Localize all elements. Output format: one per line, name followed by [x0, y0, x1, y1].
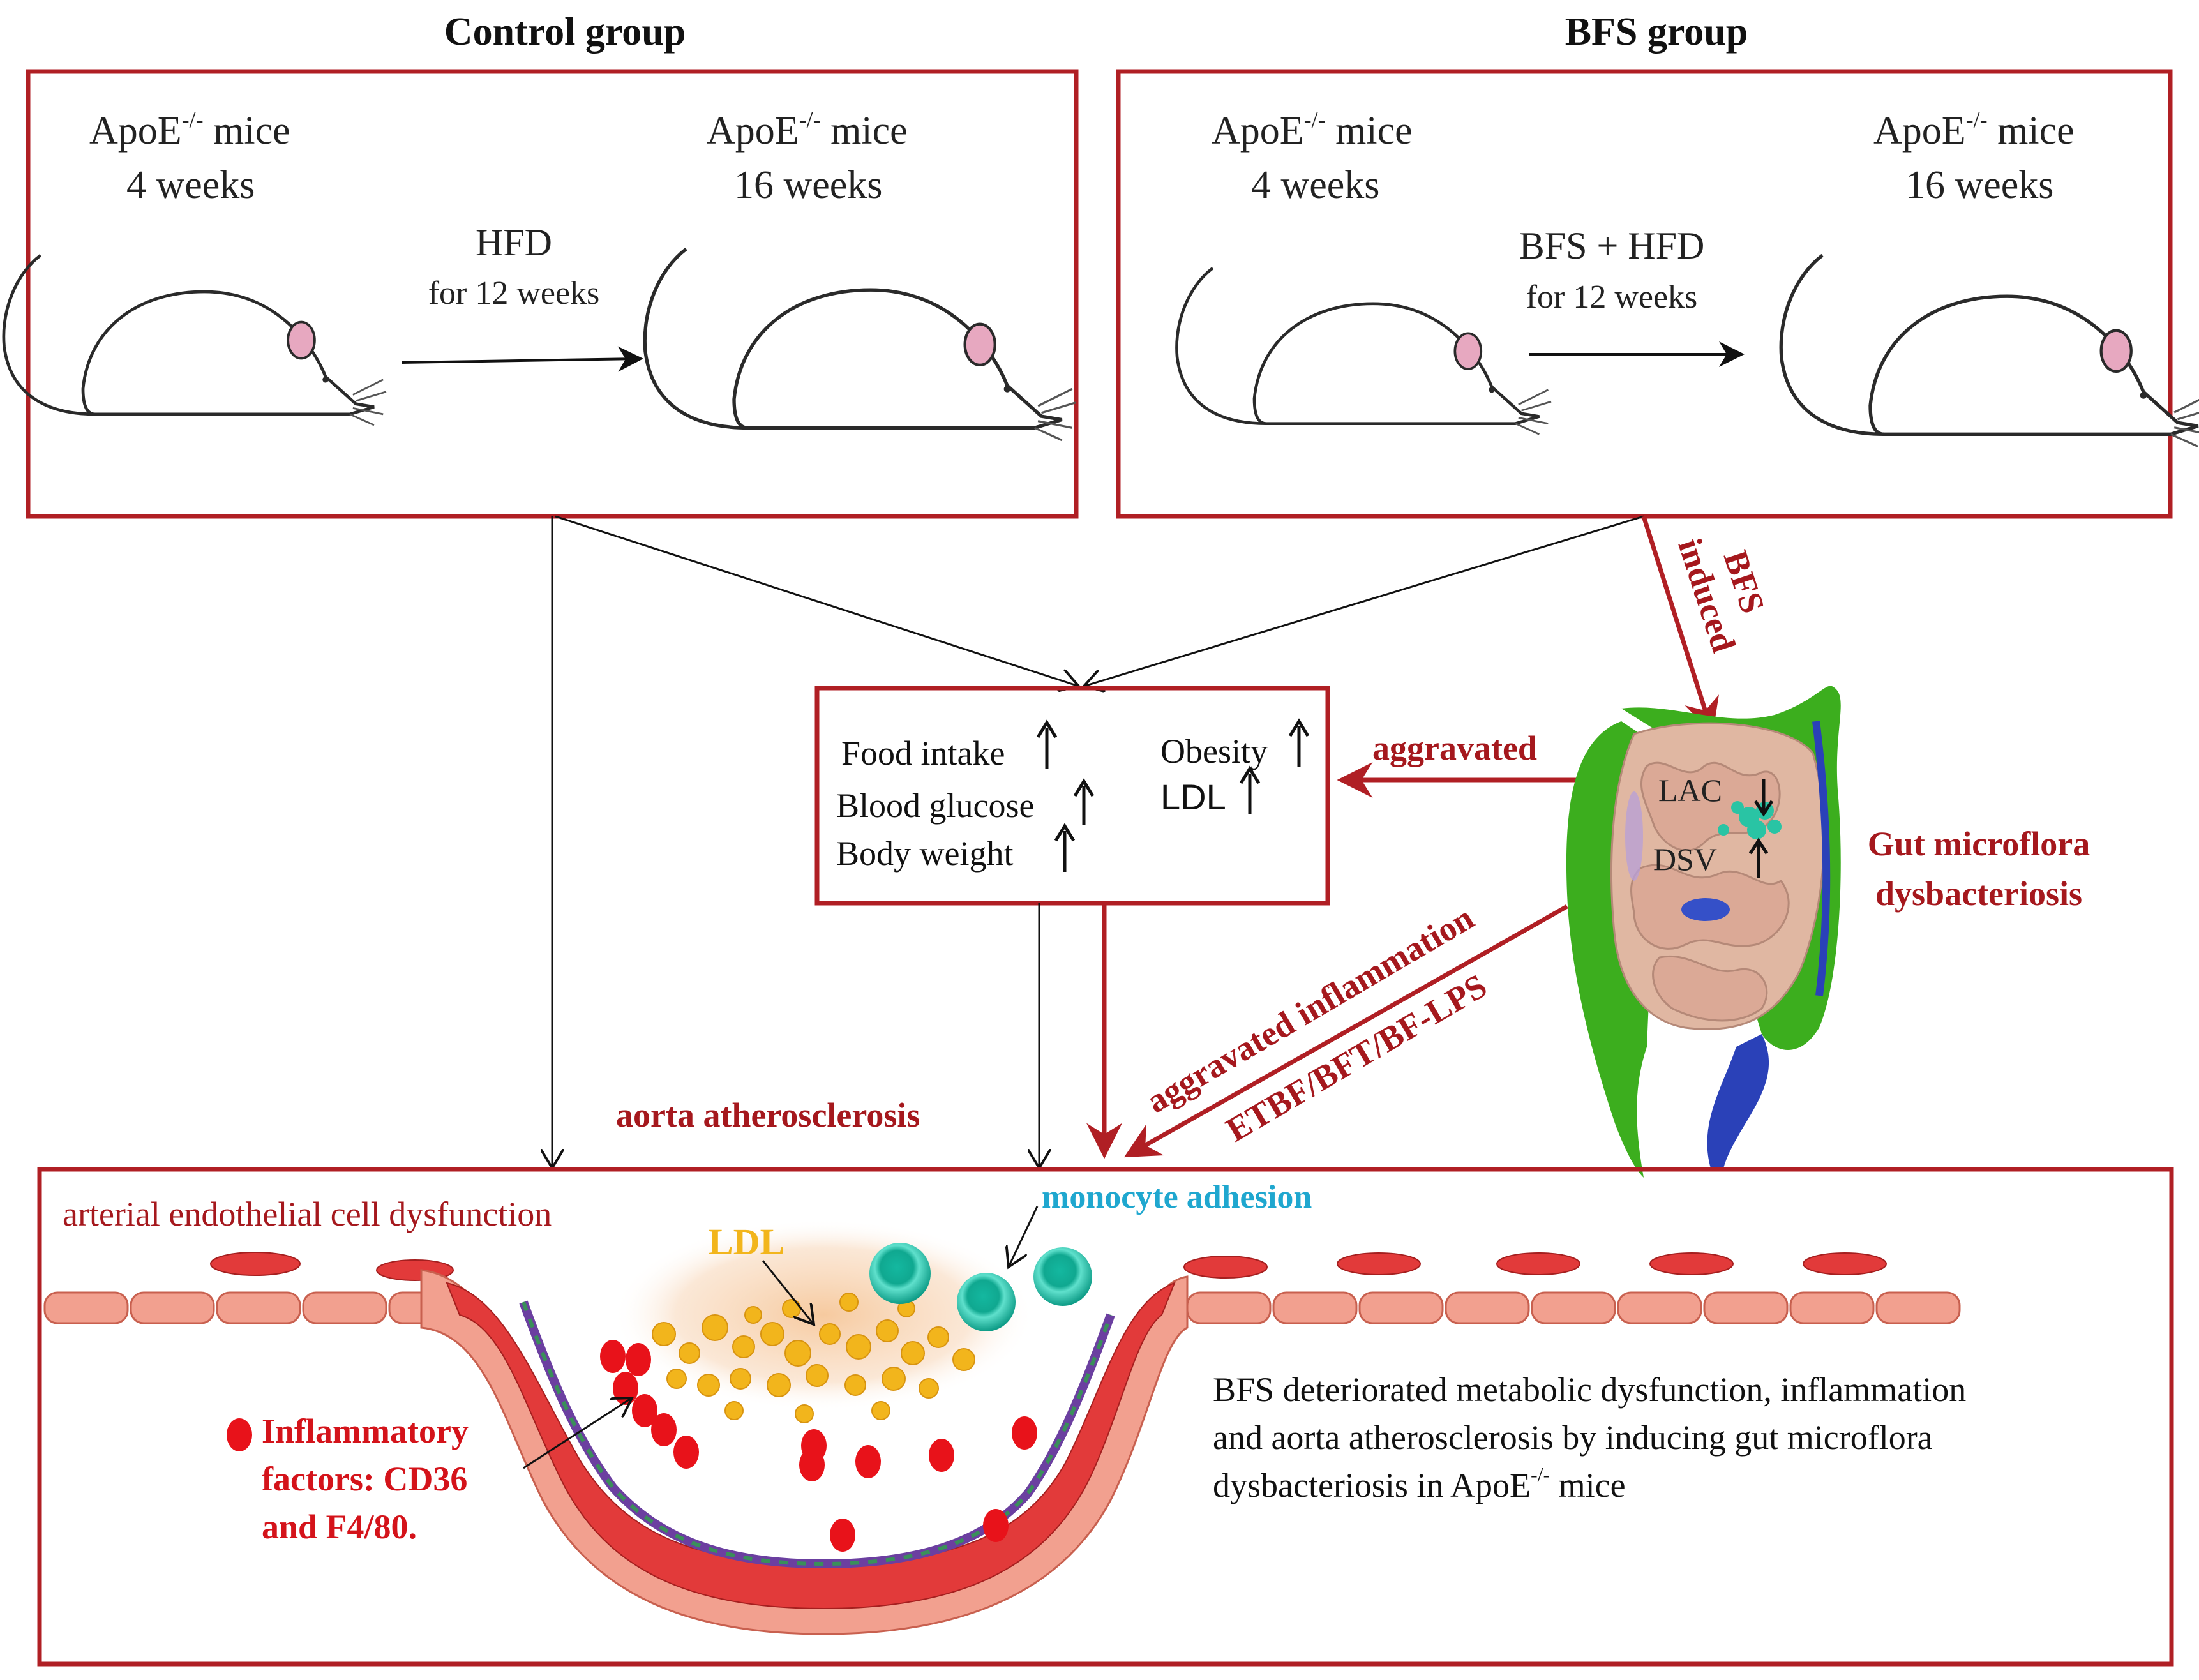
down-arrow-icon [1753, 779, 1774, 817]
inflammation-arrow [1123, 904, 1568, 1158]
control-start-age: 4 weeks [126, 163, 255, 207]
bfs-induced-arrow [1641, 515, 1719, 735]
aorta-atherosclerosis-label: aorta atherosclerosis [616, 1096, 920, 1134]
monocyte-cells [869, 1243, 1092, 1331]
up-arrow-icon [1288, 718, 1310, 767]
ldl-particles [652, 1293, 975, 1423]
summary-text: BFS deteriorated metabolic dysfunction, … [1213, 1370, 1975, 1457]
mouse-icon [4, 255, 386, 425]
endothelial-dysfunction-label: arterial endothelial cell dysfunction [63, 1195, 552, 1233]
bfs-end-age: 16 weeks [1905, 163, 2053, 207]
control-end-age: 16 weeks [734, 163, 882, 207]
blood-glucose-label: Blood glucose [836, 786, 1034, 825]
up-arrow-icon [1036, 719, 1058, 769]
control-treatment: HFD [476, 221, 552, 264]
bfs-start-label: ApoE-/- mice [1212, 107, 1413, 153]
ldl-metabolic-label: LDL [1160, 777, 1226, 817]
dsv-label: DSV [1653, 841, 1717, 877]
up-arrow-icon [1073, 778, 1095, 825]
control-to-metabolic-arrow [555, 515, 1079, 686]
bfs-group-title: BFS group [1565, 10, 1748, 54]
intestine-illustration: LAC DSV [1566, 686, 1841, 1178]
control-group-title: Control group [444, 10, 686, 54]
up-arrow-icon [1239, 765, 1261, 814]
control-duration: for 12 weeks [428, 275, 600, 311]
monocyte-adhesion-label: monocyte adhesion [1042, 1179, 1312, 1215]
bfs-duration: for 12 weeks [1526, 279, 1698, 315]
endothelial-cells-right [1186, 1291, 1961, 1324]
lac-label: LAC [1658, 772, 1722, 808]
obesity-label: Obesity [1160, 732, 1268, 770]
aggravated-label: aggravated [1372, 729, 1537, 767]
bfs-induced-label: BFSinduced [1670, 521, 1781, 657]
inflammatory-pointer-arrow [523, 1398, 632, 1469]
metabolic-box [814, 686, 1330, 906]
bfs-treatment: BFS + HFD [1519, 225, 1705, 267]
artery-cross-section-illustration [43, 1219, 1961, 1635]
mouse-icon [1781, 255, 2199, 447]
mouse-icon [645, 249, 1076, 440]
bfs-start-age: 4 weeks [1251, 163, 1379, 207]
up-arrow-icon [1054, 823, 1076, 872]
monocyte-pointer-arrow [1009, 1206, 1039, 1267]
up-arrow-icon [1748, 837, 1769, 878]
ldl-pointer-arrow [762, 1260, 814, 1324]
endothelial-cells-left [43, 1291, 474, 1324]
summary-text-line3: dysbacteriosis in ApoE-/- mice [1213, 1463, 1626, 1504]
control-start-label: ApoE-/- mice [89, 107, 290, 153]
food-intake-label: Food intake [841, 734, 1005, 772]
control-end-label: ApoE-/- mice [707, 107, 908, 153]
inflammatory-legend-dot [227, 1418, 252, 1451]
ldl-plaque-label: LDL [709, 1221, 784, 1263]
aorta-box [37, 1167, 2174, 1667]
body-weight-label: Body weight [836, 834, 1014, 873]
bfs-end-label: ApoE-/- mice [1873, 107, 2075, 153]
bfs-to-metabolic-arrow [1084, 515, 1644, 686]
control-arrow [402, 346, 643, 372]
mouse-icon [1177, 268, 1551, 434]
